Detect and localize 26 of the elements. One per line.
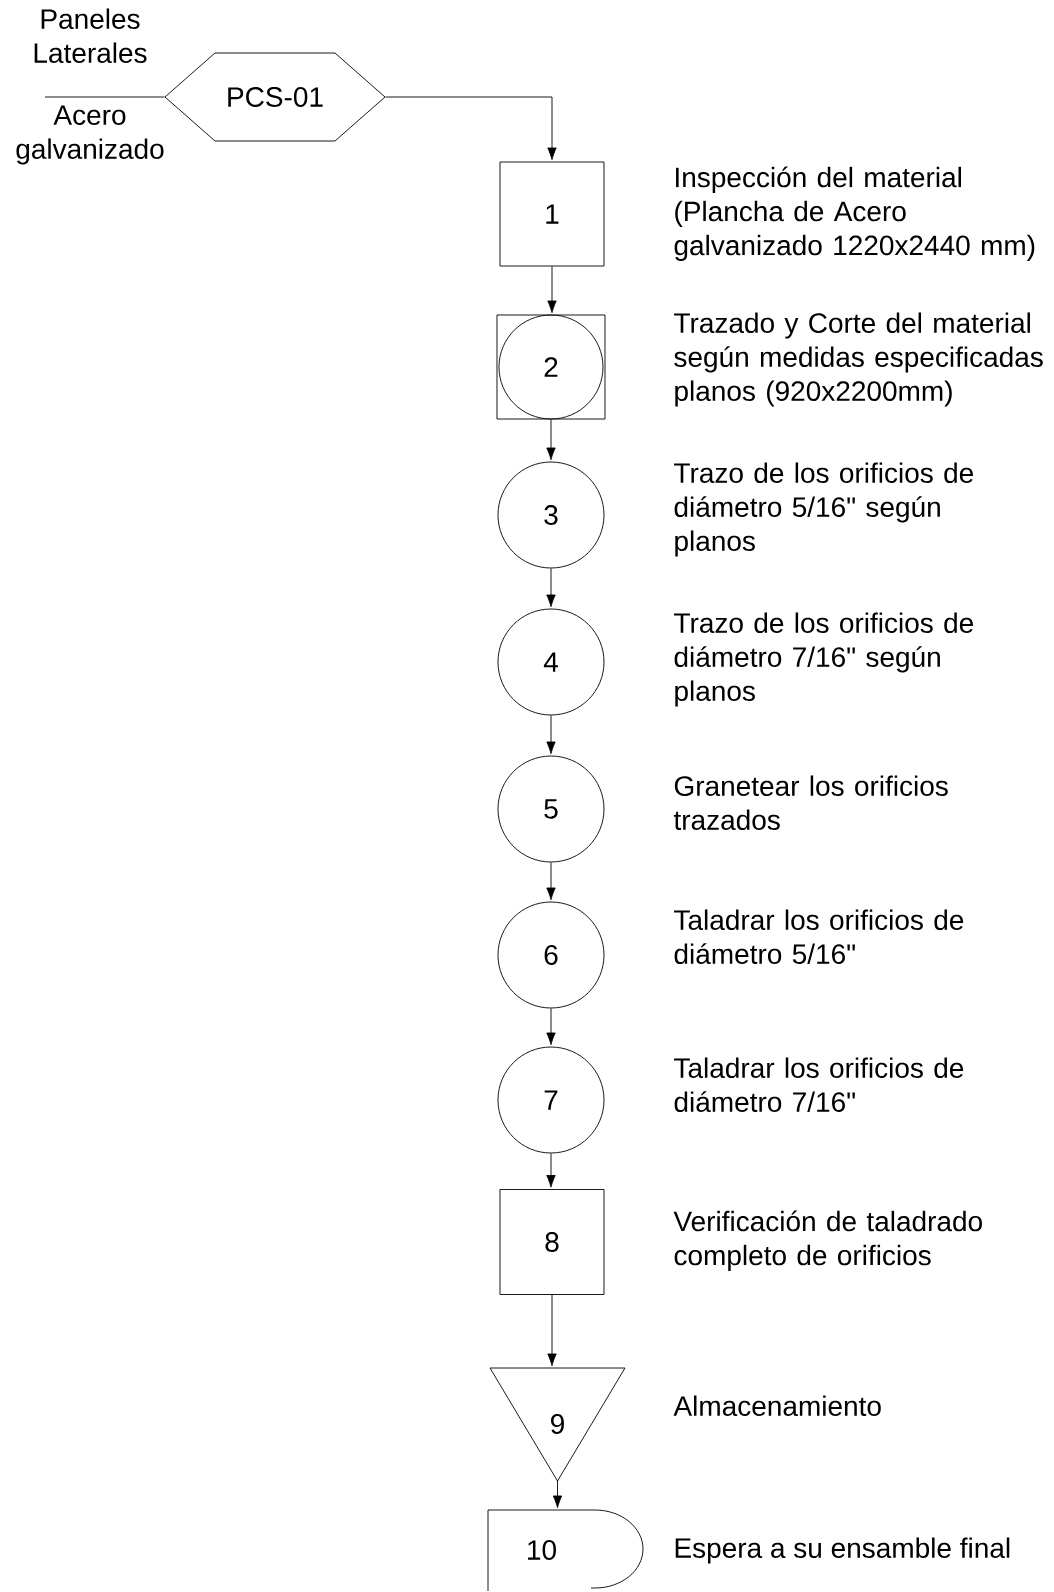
hexagon-box: PCS-01	[164, 52, 386, 142]
arrow	[546, 715, 556, 755]
step-description: Almacenamiento	[673, 1395, 881, 1416]
step-description: Granetear los orificios trazados	[673, 775, 948, 830]
step-description: Trazado y Corte del material según medidas especificadas planos (920x2200mm)	[674, 312, 1043, 407]
step-description: Taladrar los orificios de diámetro 5/16"	[674, 909, 964, 964]
inspection-box: 1	[499, 161, 605, 267]
storage-triangle: 9	[489, 1367, 626, 1482]
step-description: Verificación de taladrado completo de orificios	[673, 1210, 982, 1271]
material-label: Acero galvanizado	[16, 105, 164, 165]
step-description: Inspección del material (Plancha de Acero galvanizado 1220x2440 mm)	[674, 166, 1035, 261]
step-description: Taladrar los orificios de diámetro 7/16"	[674, 1057, 964, 1112]
inspection-box: 8	[499, 1189, 605, 1295]
material-label: Paneles Laterales	[34, 8, 147, 63]
arrow	[546, 568, 556, 608]
arrow	[546, 1008, 556, 1046]
step-description: Espera a su ensamble final	[675, 1537, 1010, 1564]
arrow	[546, 862, 556, 901]
arrow	[547, 266, 557, 314]
arrow	[552, 1480, 563, 1509]
arrow	[385, 96, 557, 161]
step-description: Trazo de los orificios de diámetro 7/16" según planos	[674, 612, 973, 707]
arrow	[547, 1294, 557, 1367]
arrow	[546, 419, 556, 461]
step-description: Trazo de los orificios de diámetro 5/16" según planos	[674, 462, 973, 557]
arrow	[546, 1153, 556, 1188]
